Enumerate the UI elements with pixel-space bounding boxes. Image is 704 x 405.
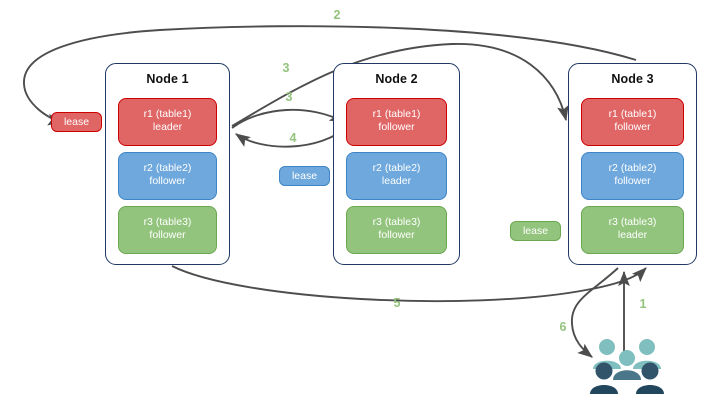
node-box-1[interactable]: Node 1 r1 (table1) leader r2 (table2) fo…: [105, 63, 230, 265]
arrow-step-5: [171, 265, 647, 303]
replica-line2: leader: [617, 229, 648, 241]
replica-line1: r2 (table2): [608, 162, 657, 174]
replica-r3[interactable]: r3 (table3) follower: [346, 206, 447, 254]
replica-line2: leader: [381, 175, 412, 187]
replica-line2: follower: [149, 229, 186, 241]
node-title: Node 1: [146, 72, 189, 86]
replica-line1: r1 (table1): [372, 108, 421, 120]
step-label-2: 2: [333, 8, 341, 22]
replica-r1[interactable]: r1 (table1) follower: [346, 98, 447, 146]
replica-line1: r2 (table2): [372, 162, 421, 174]
replica-line1: r3 (table3): [372, 216, 421, 228]
replica-r1[interactable]: r1 (table1) follower: [581, 98, 684, 146]
arrow-step-3-short: [231, 108, 346, 129]
step-label-4: 4: [289, 131, 297, 145]
step-label-5: 5: [393, 296, 401, 310]
replica-r3[interactable]: r3 (table3) leader: [581, 206, 684, 254]
replica-line1: r3 (table3): [143, 216, 192, 228]
lease-badge-red[interactable]: lease: [51, 112, 102, 132]
replica-line2: follower: [378, 121, 415, 133]
lease-badge-blue[interactable]: lease: [279, 166, 330, 186]
node-box-3[interactable]: Node 3 r1 (table1) follower r2 (table2) …: [568, 63, 697, 265]
replica-line1: r1 (table1): [608, 108, 657, 120]
replica-r3[interactable]: r3 (table3) follower: [118, 206, 217, 254]
replica-r2[interactable]: r2 (table2) follower: [118, 152, 217, 200]
node-box-2[interactable]: Node 2 r1 (table1) follower r2 (table2) …: [333, 63, 460, 265]
lease-badge-green[interactable]: lease: [510, 221, 561, 241]
step-label-3a: 3: [282, 61, 290, 75]
replica-line2: leader: [152, 121, 183, 133]
replica-line2: follower: [149, 175, 186, 187]
replica-r2[interactable]: r2 (table2) leader: [346, 152, 447, 200]
step-label-6: 6: [559, 320, 567, 334]
step-label-3b: 3: [285, 90, 293, 104]
replica-r1[interactable]: r1 (table1) leader: [118, 98, 217, 146]
replica-line2: follower: [378, 229, 415, 241]
replica-line2: follower: [614, 175, 651, 187]
node-title: Node 3: [611, 72, 654, 86]
replica-line2: follower: [614, 121, 651, 133]
replica-r2[interactable]: r2 (table2) follower: [581, 152, 684, 200]
replica-line1: r3 (table3): [608, 216, 657, 228]
node-title: Node 2: [375, 72, 418, 86]
replica-line1: r2 (table2): [143, 162, 192, 174]
people-group-icon: [590, 339, 664, 394]
step-label-1: 1: [639, 297, 647, 311]
replica-line1: r1 (table1): [143, 108, 192, 120]
